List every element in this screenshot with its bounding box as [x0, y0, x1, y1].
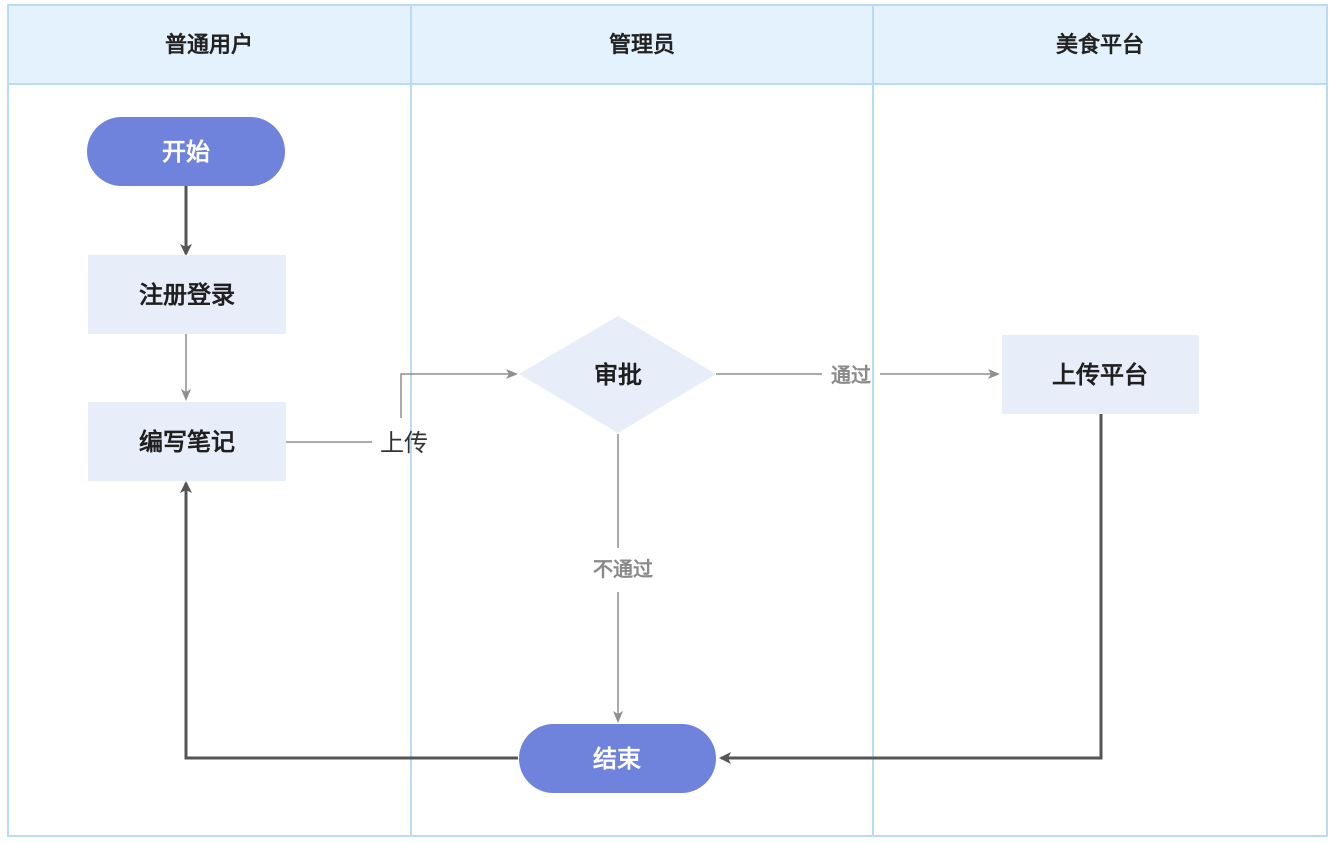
- node-start: [87, 117, 285, 186]
- edge-label-upload: 上传: [380, 429, 428, 457]
- node-upload-platform-label: 上传平台: [1052, 361, 1148, 389]
- lane-title-user: 普通用户: [165, 32, 253, 58]
- lane-frame: [7, 4, 1328, 837]
- node-review-label: 审批: [594, 361, 642, 389]
- node-upload-platform: [1002, 335, 1199, 414]
- edge-label-reject: 不通过: [593, 557, 653, 581]
- edge-write-to-review: [286, 374, 516, 443]
- node-end-label: 结束: [593, 745, 642, 773]
- node-register-label: 注册登录: [139, 281, 235, 309]
- edge-platform-to-end: [719, 414, 1103, 764]
- node-register: [88, 255, 286, 334]
- lane-title-admin: 管理员: [609, 32, 675, 58]
- node-end: [519, 724, 716, 793]
- edge-label-pass: 通过: [831, 363, 871, 387]
- lane-title-platform: 美食平台: [1056, 32, 1144, 58]
- node-review-diamond: [519, 316, 716, 433]
- node-start-label: 开始: [162, 138, 210, 166]
- node-write-note-label: 编写笔记: [139, 428, 235, 456]
- header-band: [8, 5, 1327, 84]
- node-write-note: [88, 402, 286, 481]
- edge-end-to-write: [180, 481, 518, 760]
